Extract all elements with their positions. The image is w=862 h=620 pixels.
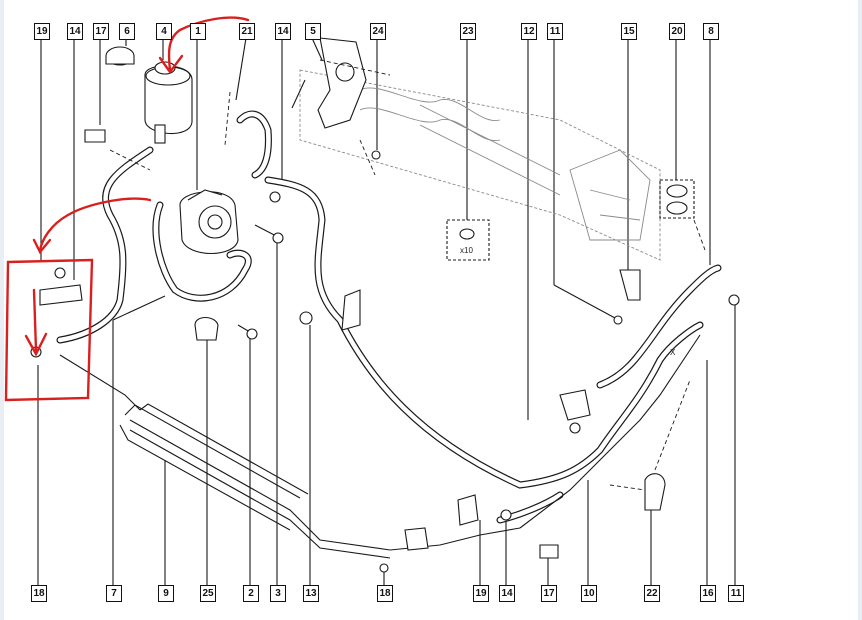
bolts	[30, 150, 740, 573]
callout-bottom-11: 11	[728, 585, 744, 602]
callout-top-11: 11	[547, 23, 563, 40]
callout-bottom-10: 10	[581, 585, 597, 602]
annotation-arrowhead-left	[32, 238, 52, 255]
clip-bag-23	[446, 219, 490, 261]
leader-line-21	[235, 37, 247, 101]
cap-6-skirt	[105, 56, 135, 65]
callout-bottom-19: 19	[473, 585, 489, 602]
cooler-pipes-9	[59, 334, 701, 559]
reservoir-outlet	[154, 124, 166, 144]
callout-bottom-18b: 18	[377, 585, 393, 602]
left-window-edge	[0, 0, 4, 620]
clamp-17b	[539, 544, 559, 559]
annotation-arrow-top	[167, 16, 250, 72]
callout-top-14: 14	[67, 23, 83, 40]
callout-top-17: 17	[93, 23, 109, 40]
callout-bottom-3: 3	[270, 585, 286, 602]
callout-top-12: 12	[521, 23, 537, 40]
callout-top-1: 1	[190, 23, 206, 40]
clamp-17	[84, 129, 106, 143]
right-window-edge	[858, 0, 862, 620]
callout-top-23: 23	[460, 23, 476, 40]
bracket-clip-15	[619, 269, 641, 301]
assembly-guides	[109, 59, 706, 491]
callout-top-19: 19	[34, 23, 50, 40]
callout-bottom-9: 9	[158, 585, 174, 602]
callout-top-4: 4	[156, 23, 172, 40]
pump-1	[179, 189, 239, 255]
callout-bottom-13: 13	[303, 585, 319, 602]
callout-top-21: 21	[239, 23, 255, 40]
callout-top-15: 15	[621, 23, 637, 40]
callout-bottom-17: 17	[541, 585, 557, 602]
o-rings-20	[659, 179, 695, 219]
callout-bottom-7: 7	[106, 585, 122, 602]
callout-top-8: 8	[703, 23, 719, 40]
clamp-25	[194, 316, 219, 341]
bracket-clip-19	[457, 494, 479, 526]
leader-line-5	[311, 37, 323, 61]
callout-bottom-14: 14	[499, 585, 515, 602]
callout-top-20: 20	[669, 23, 685, 40]
callout-bottom-16: 16	[700, 585, 716, 602]
annotation-arrow-left	[38, 197, 152, 252]
annotation-box	[4, 258, 94, 402]
callout-top-6: 6	[119, 23, 135, 40]
bracket-clip-14	[39, 284, 83, 306]
steering-rack	[299, 69, 661, 261]
callout-bottom-18: 18	[31, 585, 47, 602]
annotation-arrowhead-top	[158, 54, 184, 75]
callout-top-5: 5	[305, 23, 321, 40]
clip-lower	[404, 527, 429, 551]
callout-top-14b: 14	[275, 23, 291, 40]
bracket-5	[291, 37, 367, 129]
bracket-clip-13	[341, 289, 361, 331]
callout-top-24: 24	[370, 23, 386, 40]
quantity-label: x10	[460, 246, 473, 255]
bracket-clip-12	[559, 389, 591, 421]
x-marker-label: X	[670, 348, 676, 357]
annotation-stem	[32, 288, 38, 352]
union-22	[644, 473, 666, 511]
callout-bottom-25: 25	[200, 585, 216, 602]
leader-line-7b	[112, 295, 166, 321]
leader-line-11b	[553, 284, 616, 319]
annotation-marks	[4, 16, 250, 402]
callout-bottom-22: 22	[644, 585, 660, 602]
callout-bottom-2: 2	[243, 585, 259, 602]
hoses-fill	[57, 111, 721, 523]
annotation-arrowhead-box	[24, 332, 48, 357]
